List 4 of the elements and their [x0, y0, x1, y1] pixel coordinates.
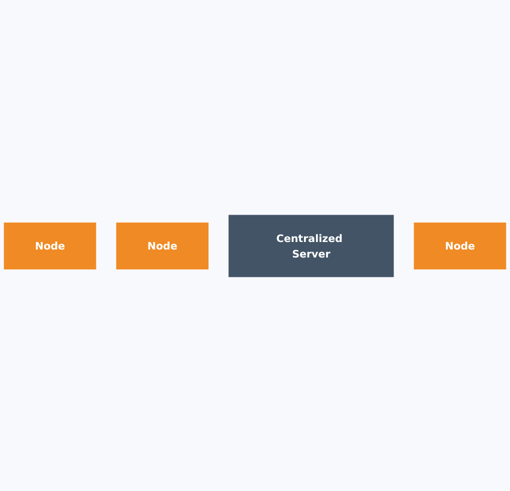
node-box: Node [414, 222, 506, 269]
node-box: Node [116, 222, 209, 269]
node-box: Node [4, 222, 96, 269]
node-box: Centralized Server [228, 214, 394, 277]
